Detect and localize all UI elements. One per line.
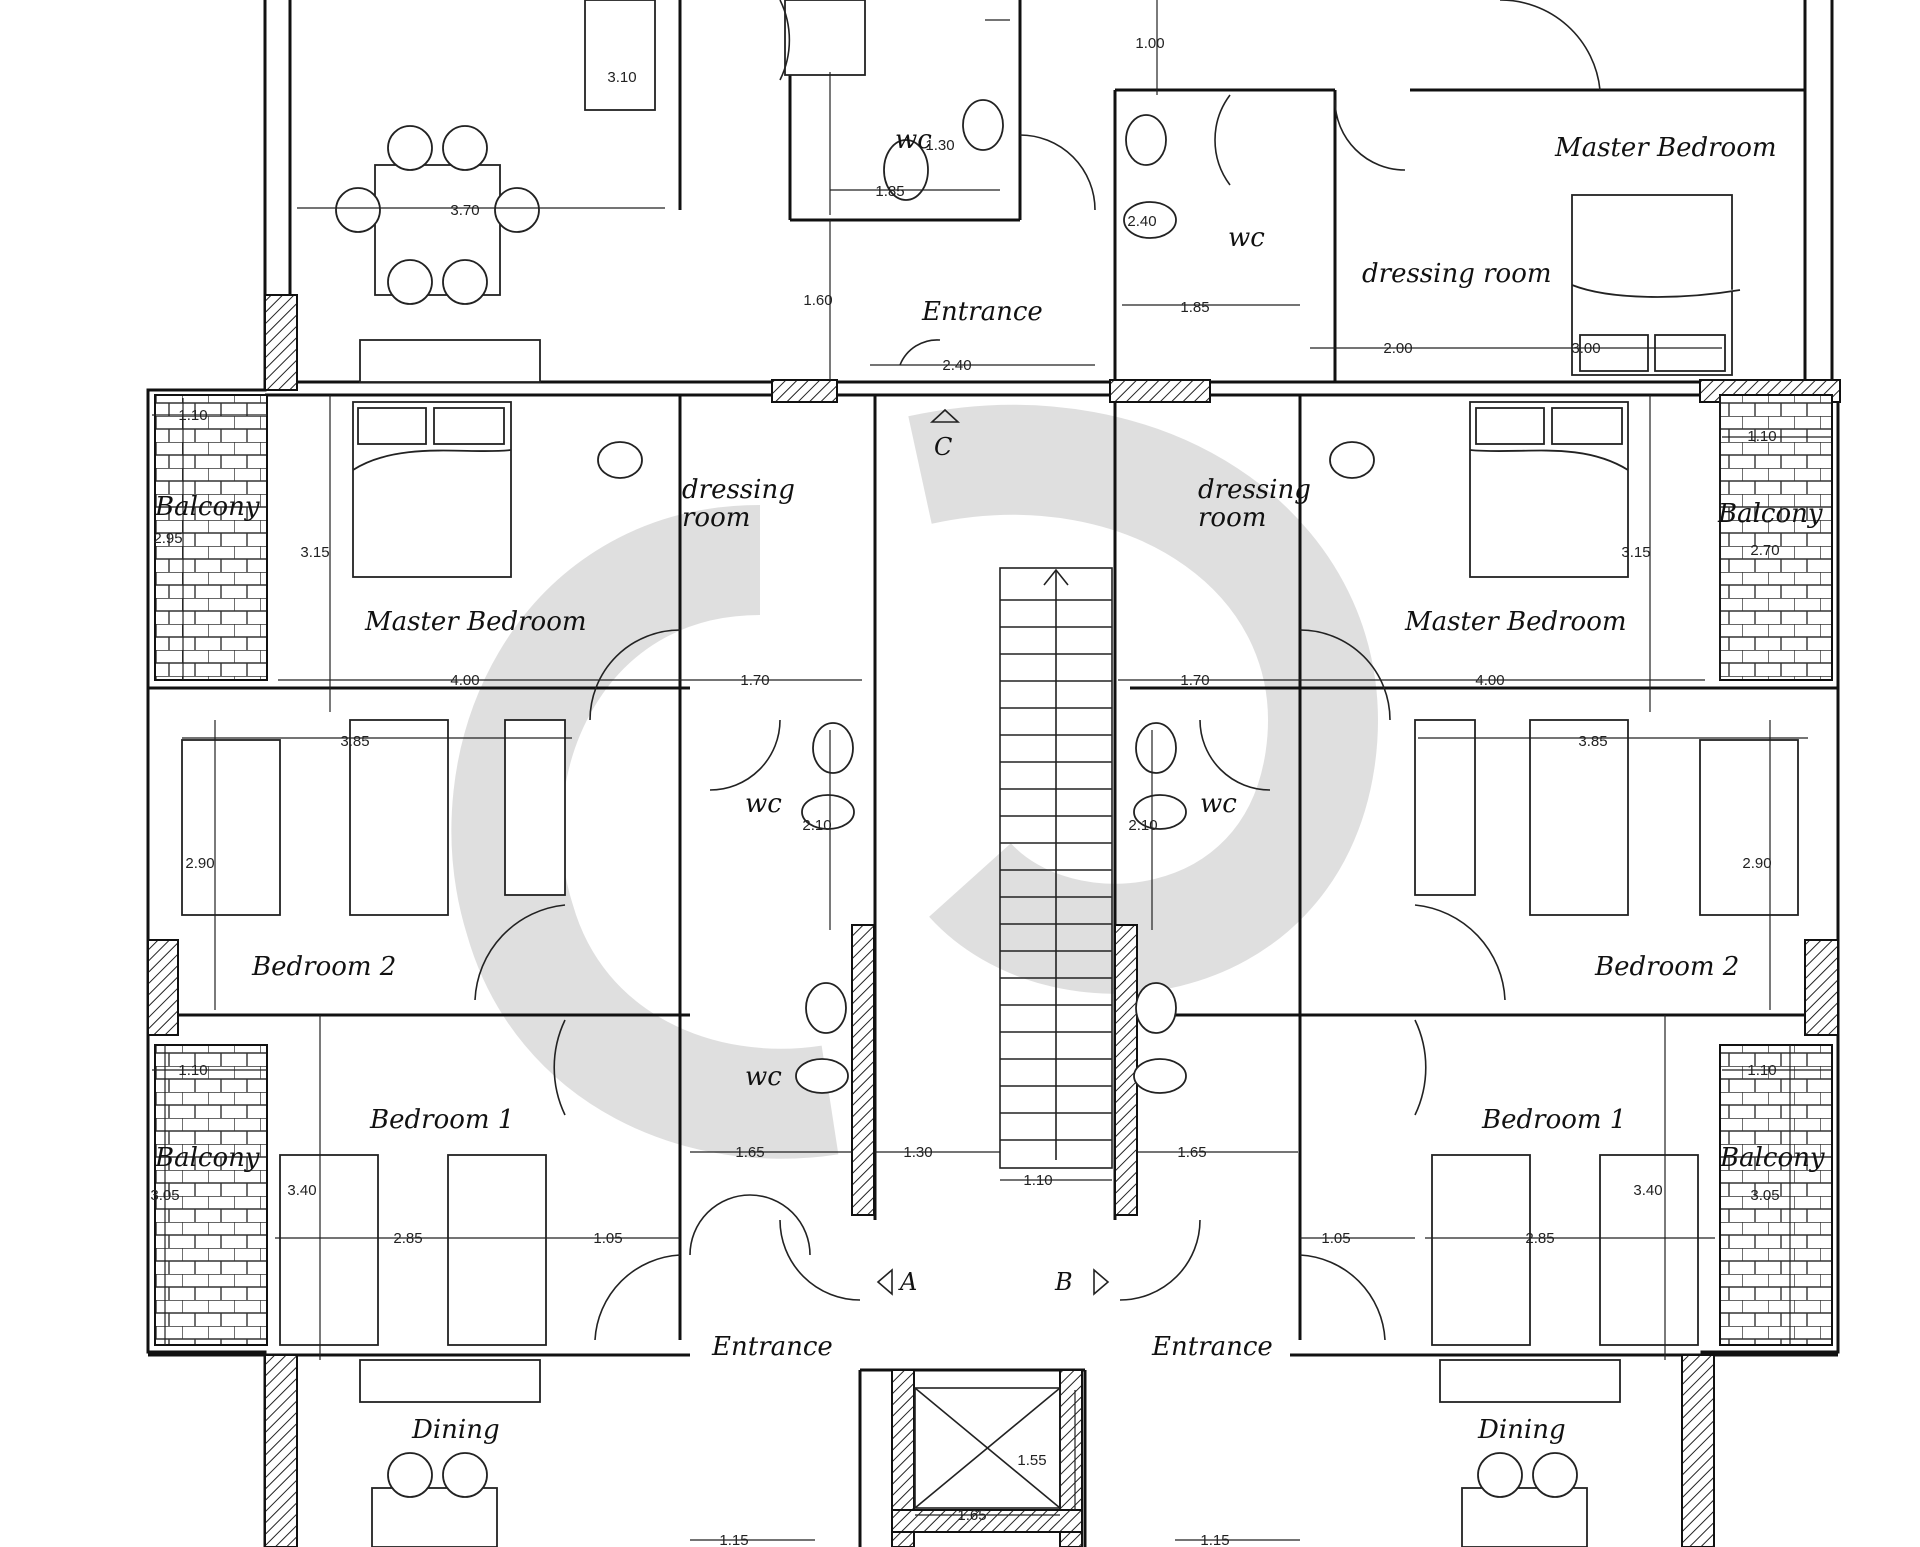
room-label-dressing-top-text: dressing room	[1362, 259, 1552, 289]
dimension-label: 1.65	[735, 1144, 764, 1161]
room-label-balcony-r1: Balcony	[1717, 499, 1823, 529]
room-label-entrance-r: Entrance	[1151, 1332, 1273, 1362]
room-label-entrance-l: Entrance	[711, 1332, 833, 1362]
dimension-label: 3.40	[287, 1182, 316, 1199]
dimension-label: 2.40	[1127, 213, 1156, 230]
dimension-label: 3.85	[340, 733, 369, 750]
room-label-wc-l2: wc	[745, 1062, 782, 1092]
marker-b: B	[1054, 1268, 1073, 1296]
watermark-logo	[451, 404, 1378, 1159]
doors	[474, 0, 1601, 1341]
dimension-label: 1.10	[1747, 1062, 1776, 1079]
staircase	[999, 567, 1113, 1169]
furniture	[181, 0, 1799, 1547]
dimension-label: 1.85	[1180, 299, 1209, 316]
dimension-label: 2.10	[1128, 817, 1157, 834]
room-label-wc-r1: wc	[1200, 789, 1237, 819]
dimension-label: 1.30	[925, 137, 954, 154]
dimension-labels: 1.00 3.70 1.30 1.85 2.40 1.85 2.00 3.00 1.60 2.40…	[150, 35, 1779, 1547]
room-label-bedroom2-r: Bedroom 2	[1594, 952, 1739, 982]
dimension-label: 1.15	[1200, 1532, 1229, 1547]
balconies	[154, 394, 1833, 1346]
dimension-label: 1.00	[1135, 35, 1164, 52]
dimension-label: 1.10	[1747, 428, 1776, 445]
room-label-balcony-l2: Balcony	[154, 1143, 260, 1173]
dimension-label: 3.05	[150, 1187, 179, 1204]
room-label-wc-top-left: wc	[895, 125, 932, 155]
dimension-label: 1.05	[593, 1230, 622, 1247]
room-label-bedroom1-l: Bedroom 1	[369, 1105, 514, 1135]
room-label-master-bedroom-r: Master Bedroom	[1404, 607, 1627, 637]
room-label-wc-l1: wc	[745, 789, 782, 819]
room-label-line: room	[682, 503, 750, 533]
room-label-entrance-top: Entrance	[921, 297, 1043, 327]
dimension-label: 1.30	[903, 1144, 932, 1161]
marker-c: C	[934, 433, 952, 461]
dimension-label: 1.65	[957, 1507, 986, 1524]
room-label-balcony-l1: Balcony	[154, 492, 260, 522]
dimension-label: 3.05	[1750, 1187, 1779, 1204]
dimension-label: 1.05	[1321, 1230, 1350, 1247]
dimension-label: 2.95	[153, 530, 182, 547]
dimension-label: 1.85	[875, 183, 904, 200]
room-label-bedroom2-l: Bedroom 2	[251, 952, 396, 982]
room-label-balcony-r2: Balcony	[1719, 1143, 1825, 1173]
dimension-label: 3.15	[1621, 544, 1650, 561]
dimension-label: 1.10	[178, 407, 207, 424]
room-label-wc-top-right: wc	[1228, 223, 1265, 253]
dimension-label: 2.10	[802, 817, 831, 834]
dimension-label: 2.85	[393, 1230, 422, 1247]
dimension-label: 3.10	[607, 69, 636, 86]
dimension-label: 1.10	[178, 1062, 207, 1079]
room-labels: Master Bedroom dressing room wc wc Entra…	[154, 125, 1825, 1445]
dimension-label: 3.00	[1571, 340, 1600, 357]
dimension-label: 2.70	[1750, 542, 1779, 559]
room-label-dining-l: Dining	[411, 1415, 500, 1445]
room-label-line: room	[1198, 503, 1266, 533]
dimension-label: 1.10	[1023, 1172, 1052, 1189]
dimension-label: 2.00	[1383, 340, 1412, 357]
dimension-label: 3.40	[1633, 1182, 1662, 1199]
dimension-label: 4.00	[1475, 672, 1504, 689]
dimension-label: 2.85	[1525, 1230, 1554, 1247]
dimension-label: 1.60	[803, 292, 832, 309]
dimension-label: 2.90	[1742, 855, 1771, 872]
dimension-label: 1.70	[1180, 672, 1209, 689]
dimension-label: 1.55	[1017, 1452, 1046, 1469]
dimension-label: 3.85	[1578, 733, 1607, 750]
room-label-master-bedroom-top: Master Bedroom	[1554, 133, 1777, 163]
dimension-label: 2.40	[942, 357, 971, 374]
room-label-line: dressing	[682, 475, 795, 505]
dimension-label: 1.15	[719, 1532, 748, 1547]
room-label-master-bedroom-l: Master Bedroom	[364, 607, 587, 637]
dimension-label: 1.65	[1177, 1144, 1206, 1161]
dimension-lines	[152, 0, 1832, 1541]
sanitary-fixtures	[597, 99, 1375, 1094]
room-label-line: dressing	[1198, 475, 1311, 505]
dimension-label: 4.00	[450, 672, 479, 689]
section-markers: A B C	[876, 408, 1110, 1296]
room-label-bedroom1-r: Bedroom 1	[1481, 1105, 1626, 1135]
elevator-shaft	[914, 1387, 1061, 1509]
room-label-dressing-top: dressing room	[1362, 259, 1552, 289]
room-label-dining-r: Dining	[1477, 1415, 1566, 1445]
dimension-label: 3.70	[450, 202, 479, 219]
dimension-label: 2.90	[185, 855, 214, 872]
dimension-label: 1.70	[740, 672, 769, 689]
marker-a: A	[898, 1268, 917, 1296]
dimension-label: 3.15	[300, 544, 329, 561]
